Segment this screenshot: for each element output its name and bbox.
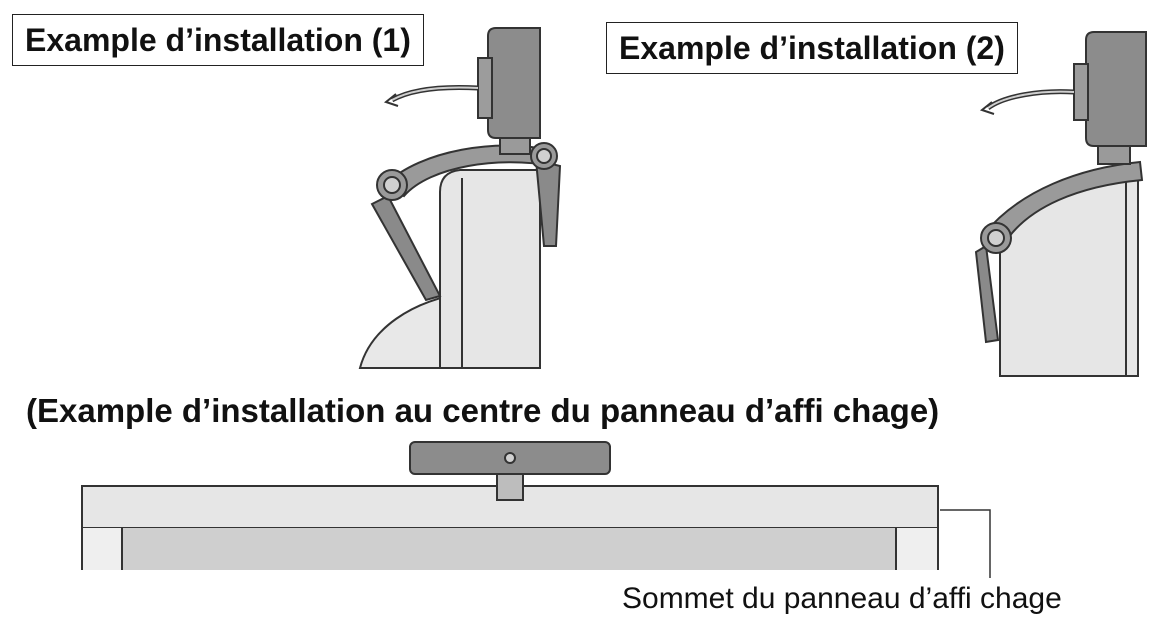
center-installation-illustration <box>81 441 991 578</box>
center-installation-heading: (Example d’installation au centre du pan… <box>26 392 940 429</box>
example-2-illustration <box>974 31 1147 377</box>
example-2-label: Example d’installation (2) <box>606 22 1018 74</box>
example-1-label: Example d’installation (1) <box>12 14 424 66</box>
example-1-illustration <box>358 27 562 369</box>
display-top-caption: Sommet du panneau d’affi chage <box>622 582 1062 615</box>
